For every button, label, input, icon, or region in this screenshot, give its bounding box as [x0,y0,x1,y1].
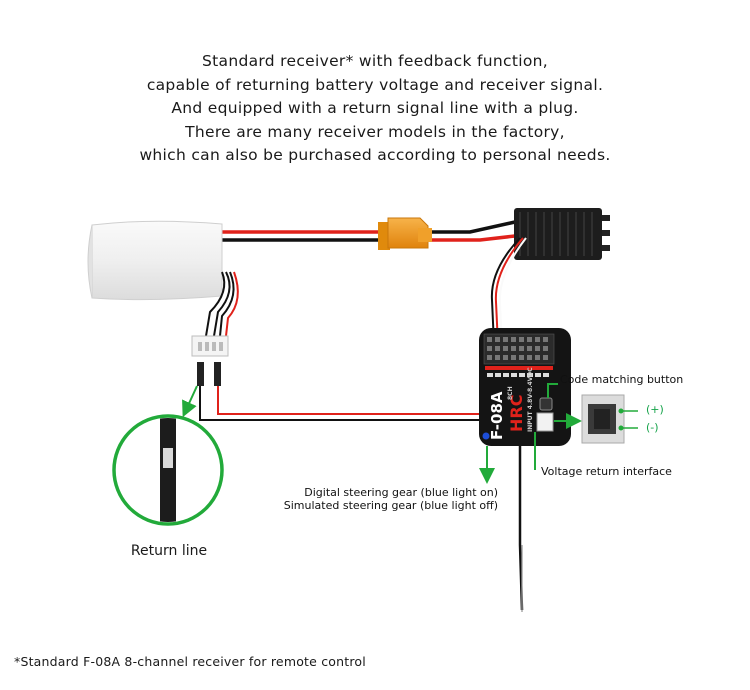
intro-text: Standard receiver* with feedback functio… [0,50,750,168]
return-plug-icon [197,362,505,421]
xt60-connector-icon [378,217,432,250]
callout-arrows [182,383,582,484]
intro-line: There are many receiver models in the fa… [185,122,565,141]
plus-label: (+) [646,403,664,416]
receiver-brand-text: HRC [507,395,526,432]
voltage-return-label: Voltage return interface [541,465,672,478]
voltage-port-icon [536,412,554,432]
code-matching-button-icon [539,397,553,411]
intro-line: Standard receiver* with feedback functio… [202,52,548,70]
battery-icon [87,220,223,301]
intro-line: which can also be purchased according to… [139,146,611,164]
minus-label: (-) [646,421,659,434]
intro-line: capable of returning battery voltage and… [146,75,604,94]
code-matching-label: Code matching button [560,373,684,386]
blue-led-icon [482,432,490,440]
esc-signal-lead [490,237,527,346]
receiver-model-text: F-08A [488,391,506,440]
esc-icon [514,208,610,260]
footnote: *Standard F-08A 8-channel receiver for r… [14,654,366,669]
voltage-interface-detail [581,394,638,444]
power-wires [222,220,516,242]
receiver-icon [479,328,571,612]
jst-plug-icon [191,335,229,357]
intro-line: And equipped with a return signal line w… [171,99,579,117]
simulated-servo-label: Simulated steering gear (blue light off) [283,499,498,512]
balance-lead [205,271,239,337]
digital-servo-label: Digital steering gear (blue light on) [304,486,498,499]
receiver-input-text: INPUT 4.8V-8.4VDC [527,367,534,432]
return-line-label: Return line [130,543,208,559]
magnifier-circle-icon [112,414,224,526]
receiver-channel-text: 8CH [507,386,514,400]
